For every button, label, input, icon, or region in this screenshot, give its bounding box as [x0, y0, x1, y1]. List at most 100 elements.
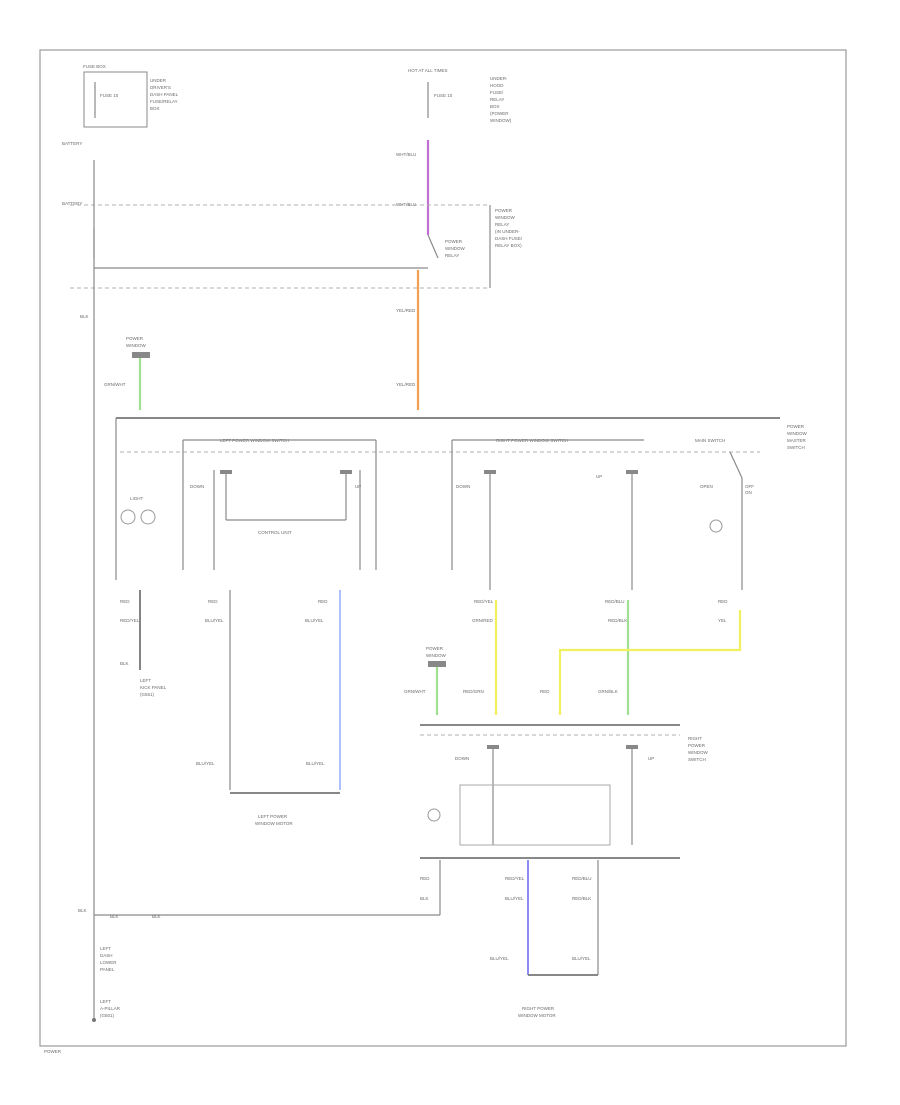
red-label-r: RED: [540, 689, 550, 694]
open-label: OPEN: [700, 484, 713, 489]
right-up-label-2: UP: [648, 756, 654, 761]
left-power-window-switch: LEFT POWER WINDOW SWITCH DOWN UP CONTROL…: [182, 438, 377, 570]
on-label: ON: [745, 490, 752, 495]
left-down-label: DOWN: [190, 484, 204, 489]
blu-label-2: BLU/YEL: [305, 618, 324, 623]
control-unit-label: CONTROL UNIT: [258, 530, 292, 535]
relay-label-3: RELAY: [445, 253, 459, 258]
pw-right-label-2: WINDOW: [426, 653, 446, 658]
fuse-box-header: FUSE BOX: [83, 64, 106, 69]
right-motor-label-1: RIGHT POWER: [522, 1006, 555, 1011]
red-label-1: RED: [208, 599, 218, 604]
grn-wht-label-2: GRN/WHT: [404, 689, 426, 694]
red-label-4: RED: [420, 876, 430, 881]
right-down-label-2: DOWN: [455, 756, 469, 761]
fuse-label: FUSE 10: [100, 93, 119, 98]
underhood-desc-6: (POWER: [490, 111, 509, 116]
rear-ground-1: LEFT: [100, 999, 111, 1004]
right-down-label: DOWN: [456, 484, 470, 489]
fuse-box-desc-5: BOX: [150, 106, 160, 111]
blk-label: BLK: [80, 314, 89, 319]
underhood-desc-3: FUSE/: [490, 90, 504, 95]
blu-label-5: BLU/YEL: [505, 896, 524, 901]
blu-label-1: BLU/YEL: [205, 618, 224, 623]
fuse-box-desc-2: DRIVER'S: [150, 85, 171, 90]
right-up-label: UP: [596, 474, 602, 479]
blk-label-e: BLK: [152, 914, 161, 919]
right-motor-label-2: WINDOW MOTOR: [518, 1013, 556, 1018]
main-switch-label: MAIN SWITCH: [695, 438, 725, 443]
pw-left-label-2: WINDOW: [126, 343, 146, 348]
relay-box: POWER WINDOW RELAY POWER WINDOW RELAY (I…: [70, 204, 523, 289]
left-up-label: UP: [355, 484, 361, 489]
pw-right-label: POWER: [426, 646, 444, 651]
red-yel-label-4: RED/YEL: [505, 876, 525, 881]
relay-desc-e: DASH FUSE/: [495, 236, 523, 241]
relay-desc-d: (IN UNDER-: [495, 229, 520, 234]
left-motor-label-1: LEFT POWER: [258, 814, 288, 819]
red-yel-label-2: RED/YEL: [474, 599, 494, 604]
grn-wht-label: GRN/WHT: [104, 382, 126, 387]
rt-switch-label-3: WINDOW: [688, 750, 708, 755]
yellow-wire-2: [558, 610, 742, 715]
grn-red-label: GRN/RED: [472, 618, 494, 623]
red-blk-label: RED/BLK: [608, 618, 627, 623]
master-switch-label-4: SWITCH: [787, 445, 805, 450]
red-label-3: RED: [120, 599, 130, 604]
underhood-fuse-box: HOT AT ALL TIMES FUSE 10 UNDER- HOOD FUS…: [408, 68, 512, 123]
master-switch-label-2: WINDOW: [787, 431, 807, 436]
rear-ground-3: (G501): [100, 1013, 115, 1018]
rt-switch-label-4: SWITCH: [688, 757, 706, 762]
hot-label: HOT AT ALL TIMES: [408, 68, 448, 73]
fuse-box: FUSE BOX FUSE 10 UNDER DRIVER'S DASH PAN…: [83, 64, 179, 128]
underhood-desc-5: BOX: [490, 104, 500, 109]
red-yel-label: RED/YEL: [120, 618, 140, 623]
footer-label: POWER: [44, 1049, 62, 1054]
underhood-desc-2: HOOD: [490, 83, 504, 88]
blk-label-d: BLK: [110, 914, 119, 919]
dash-ground-2: DASH: [100, 953, 113, 958]
blk-label-f: BLK: [420, 896, 429, 901]
battery-label-2: BATTERY: [62, 201, 82, 206]
rt-switch-label-2: POWER: [688, 743, 706, 748]
relay-desc-c: RELAY: [495, 222, 509, 227]
relay-label-2: WINDOW: [445, 246, 465, 251]
master-switch-label-3: MASTER: [787, 438, 807, 443]
left-motor-label-2: WINDOW MOTOR: [255, 821, 293, 826]
relay-desc-f: RELAY BOX): [495, 243, 522, 248]
ground-label-2: KICK PANEL: [140, 685, 167, 690]
fuse-box-desc-4: FUSE/RELAY: [150, 99, 178, 104]
battery-label-1: BATTERY: [62, 141, 82, 146]
dash-ground-3: LOWER: [100, 960, 117, 965]
red-grn-label: RED/GRN: [463, 689, 484, 694]
grn-blk-label: GRN/BLK: [598, 689, 618, 694]
relay-desc-a: POWER: [495, 208, 513, 213]
red-label-2: RED: [318, 599, 328, 604]
right-window-switch-block: RIGHT POWER WINDOW SWITCH DOWN UP: [420, 724, 708, 859]
red-yel-label-3: RED: [718, 599, 728, 604]
yel-red-label: YEL/RED: [396, 308, 416, 313]
dash-ground-4: PANEL: [100, 967, 115, 972]
relay-label-1: POWER: [445, 239, 463, 244]
relay-desc-b: WINDOW: [495, 215, 515, 220]
blu-label-4: BLU/YEL: [306, 761, 325, 766]
master-switch-label-1: POWER: [787, 424, 805, 429]
red-blk-label-2: RED/BLK: [572, 896, 591, 901]
ground-label-3: (G551): [140, 692, 155, 697]
ground-label-1: LEFT: [140, 678, 151, 683]
off-label: OFF: [745, 484, 754, 489]
yel-label: YEL: [718, 618, 727, 623]
blu-label-7: BLU/YEL: [572, 956, 591, 961]
diagram-frame: [39, 49, 847, 1047]
yel-red-label-2: YEL/RED: [396, 382, 416, 387]
underhood-desc-1: UNDER-: [490, 76, 508, 81]
right-power-window-switch: RIGHT POWER WINDOW SWITCH MAIN SWITCH DO…: [451, 438, 754, 590]
blu-label-3: BLU/YEL: [196, 761, 215, 766]
blu-label-6: BLU/YEL: [490, 956, 509, 961]
rear-ground-2: A-PILLAR: [100, 1006, 121, 1011]
underhood-desc-4: RELAY: [490, 97, 504, 102]
fuse-label-2: FUSE 10: [434, 93, 453, 98]
fuse-box-desc-3: DASH PANEL: [150, 92, 179, 97]
